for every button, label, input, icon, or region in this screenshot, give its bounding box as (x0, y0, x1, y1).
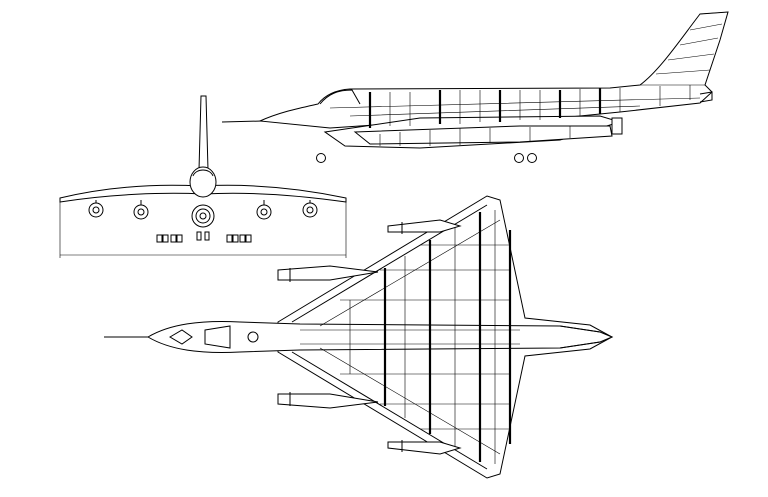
top-view (104, 195, 614, 479)
front-view (59, 95, 347, 258)
side-view (221, 11, 729, 163)
